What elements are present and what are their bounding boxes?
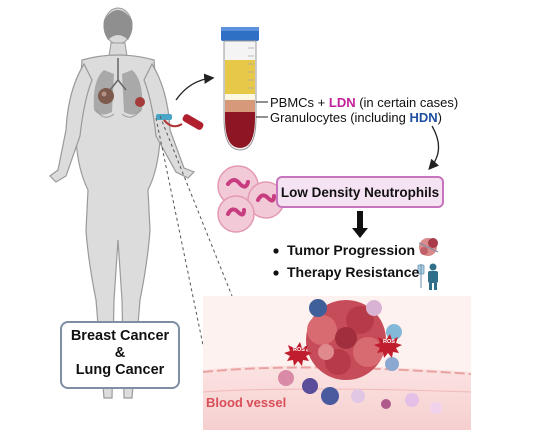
immune-cell	[309, 299, 327, 317]
immune-cell	[302, 378, 318, 394]
arrow-to-ldn	[428, 125, 440, 170]
immune-cell	[366, 300, 382, 316]
immune-cell	[351, 389, 365, 403]
zoom-line-2	[155, 117, 205, 351]
immune-cell	[385, 357, 399, 371]
pbmc-suffix: (in certain cases)	[355, 95, 459, 110]
immune-cell	[321, 387, 339, 405]
bullet-dot-2	[273, 270, 279, 276]
gran-suffix: )	[437, 110, 442, 125]
cancer-ampersand: &	[114, 345, 126, 361]
zoom-line-1	[159, 115, 233, 297]
ros-label-2: ROS	[383, 339, 395, 345]
tumor-mass-icon	[418, 238, 439, 256]
gran-prefix: Granulocytes (including	[270, 110, 410, 125]
immune-cell	[381, 399, 391, 409]
ldn-abbrev: LDN	[328, 95, 356, 110]
neutrophil-cells-illustration	[217, 165, 285, 233]
cancer-type-2: Lung Cancer	[75, 362, 165, 378]
pbmc-fraction-label: PBMCs + LDN (in certain cases)	[270, 95, 458, 110]
outcome-tumor-progression: Tumor Progression	[287, 242, 416, 258]
arrow-to-tube	[175, 73, 215, 101]
tumor-mass	[306, 300, 386, 380]
bullet-dot-1	[273, 248, 279, 254]
outcome-therapy-resistance: Therapy Resistance	[287, 264, 420, 280]
iv-drip-patient-icon	[417, 263, 438, 290]
ros-label-1: ROS	[293, 347, 305, 353]
immune-cell	[278, 370, 294, 386]
cancer-types-box: Breast Cancer & Lung Cancer	[60, 321, 180, 389]
hdn-abbrev: HDN	[409, 110, 438, 125]
ros-burst	[284, 342, 312, 366]
down-arrow	[352, 211, 368, 238]
centrifuge-tube-icon	[221, 27, 259, 151]
immune-cell	[405, 393, 419, 407]
human-body-figure	[49, 7, 196, 399]
blood-draw-icon	[156, 114, 204, 130]
ros-burst	[374, 334, 402, 358]
immune-cell	[430, 402, 442, 414]
ldn-title: Low Density Neutrophils	[280, 184, 440, 200]
pbmc-prefix: PBMCs +	[270, 95, 329, 110]
blood-vessel-label: Blood vessel	[206, 395, 287, 410]
cancer-type-1: Breast Cancer	[70, 328, 170, 344]
ldn-title-box: Low Density Neutrophils	[276, 176, 444, 208]
tumor-microenvironment-panel	[202, 296, 472, 430]
granulocyte-fraction-label: Granulocytes (including HDN)	[270, 110, 442, 125]
